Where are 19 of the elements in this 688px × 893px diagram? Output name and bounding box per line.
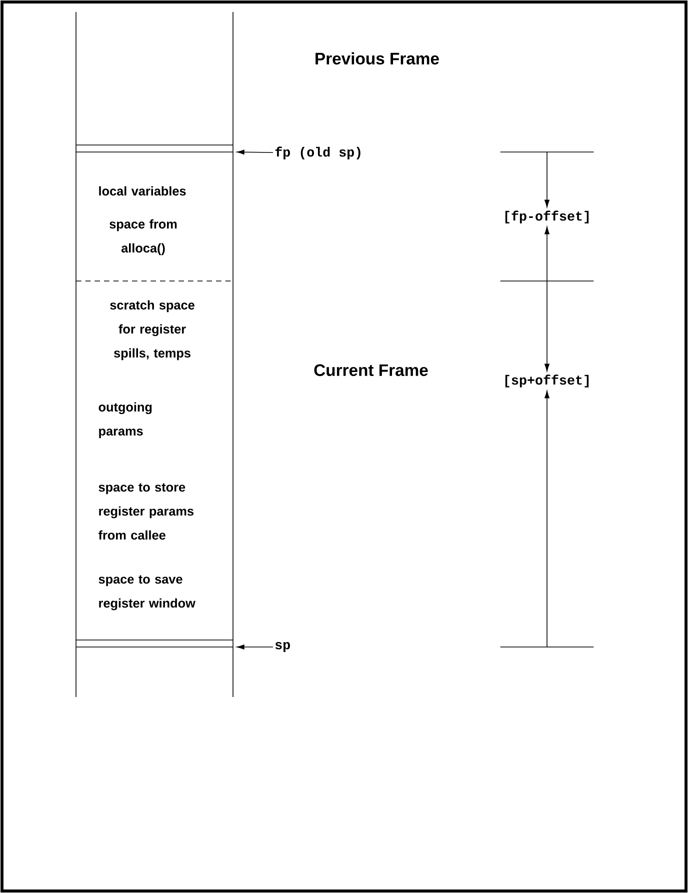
tick-mark [500, 646, 594, 648]
slot-label: space from alloca() [110, 219, 177, 256]
arrow [544, 390, 550, 648]
arrow [544, 152, 550, 208]
frame-title: Previous Frame [316, 52, 439, 65]
slot-label: space to save register window [98, 575, 196, 610]
pointer-label: [sp+offset] [505, 374, 589, 388]
arrow [236, 150, 274, 155]
pointer-label: [fp-offset] [505, 210, 589, 224]
slot-label: space to store register params from callee [98, 483, 194, 540]
slot-label: scratch space for register spills, temps [110, 300, 194, 360]
slot-label: outgoing params [98, 402, 152, 438]
slot-label: local variables [99, 186, 186, 196]
pointer-label: sp [275, 642, 290, 652]
frame-title: Current Frame [314, 364, 428, 376]
arrow [236, 644, 274, 650]
arrow [544, 226, 550, 372]
pointer-label: fp (old sp) [275, 146, 360, 160]
tick-mark [500, 280, 594, 282]
